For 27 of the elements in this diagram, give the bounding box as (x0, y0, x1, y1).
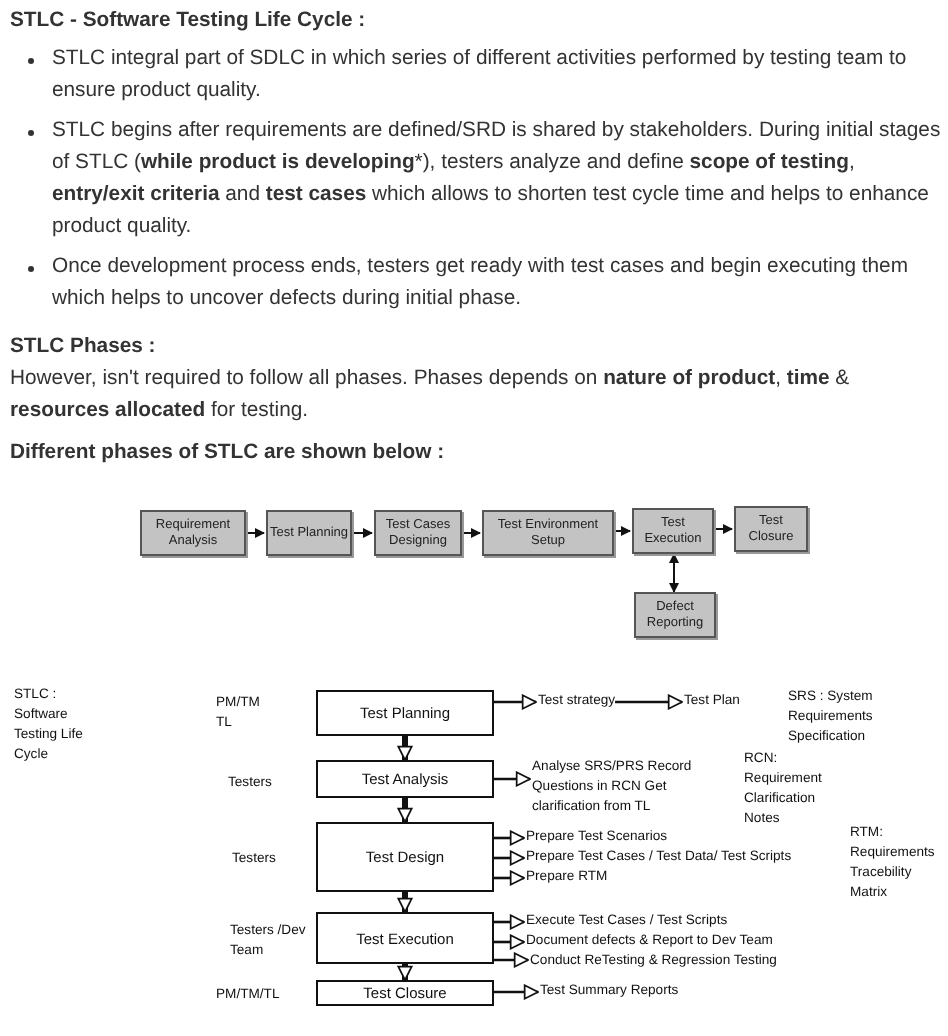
arrow (494, 952, 529, 968)
paragraph-text: However, isn't required to follow all phases. Phases depends on nature of product, time & resources allocated for testing. (10, 366, 852, 426)
bullet-text: STLC begins after requirements are defined/SRD is shared by stakeholders. During initial stages of STLC (while product is developing*), testers analyze and define scope of testing, entry/exit criteria and test cases which allows to shorten test cycle time and helps to enhance product quality. (4, 116, 944, 244)
bullet-text: Once development process ends, testers get ready with test cases and begin executing them which helps to uncover defects during initial phase. (4, 252, 944, 316)
arrow (351, 528, 373, 538)
arrow (669, 553, 679, 593)
arrow (494, 934, 525, 950)
page-title: STLC - Software Testing Life Cycle : (10, 8, 366, 36)
arrow (494, 830, 525, 846)
arrow (245, 528, 265, 538)
arrow (494, 984, 539, 1000)
arrow (494, 771, 531, 787)
section-heading: Different phases of STLC are shown below : (10, 440, 447, 468)
arrow (397, 798, 413, 823)
arrow (397, 964, 413, 981)
arrow (713, 524, 733, 534)
bullet-text: STLC integral part of SDLC in which series of different activities performed by testing team to ensure product quality. (4, 44, 944, 108)
arrow (494, 694, 537, 710)
arrow (615, 694, 683, 710)
arrow (397, 736, 413, 761)
section-heading: STLC Phases : (10, 334, 158, 362)
arrow (397, 892, 413, 913)
arrow (494, 870, 525, 886)
arrow (494, 850, 525, 866)
arrow (494, 914, 525, 930)
arrow (461, 528, 481, 538)
arrow (613, 526, 631, 536)
